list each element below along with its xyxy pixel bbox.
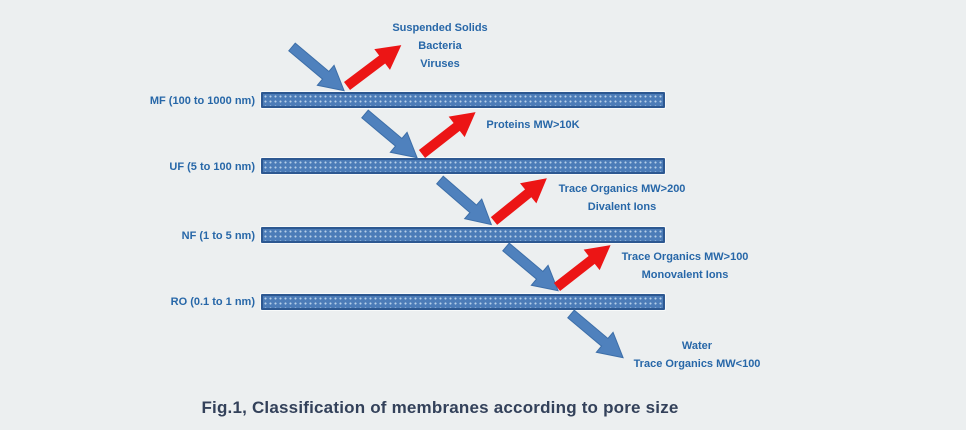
reject-arrow-mf [343,45,402,90]
feed-arrow-uf [361,109,418,159]
permeate-arrow-ro [567,309,624,359]
reject-line: Divalent Ions [587,201,657,213]
reject-line: Suspended Solids [392,22,488,34]
rejects-label-uf: Proteins MW>10K [443,116,623,134]
rejects-label-nf: Trace Organics MW>200 Divalent Ions [532,180,712,216]
membrane-label-uf: UF (5 to 100 nm) [169,161,255,173]
permeate-line: Trace Organics MW<100 [633,358,761,370]
membrane-bar-nf [261,227,665,243]
feed-arrow-nf [436,175,493,226]
membrane-bar-ro [261,294,665,310]
membrane-label-mf: MF (100 to 1000 nm) [149,95,255,107]
permeate-label: Water Trace Organics MW<100 [607,337,787,373]
figure-caption: Fig.1, Classification of membranes accor… [201,398,679,417]
membrane-bar-uf [261,158,665,174]
feed-arrow-mf [288,42,345,92]
reject-arrow-uf [418,112,476,158]
feed-arrow-ro [502,242,559,292]
reject-line: Proteins MW>10K [486,119,580,131]
membrane-label-ro: RO (0.1 to 1 nm) [170,296,255,308]
reject-line: Trace Organics MW>200 [558,183,686,195]
rejects-label-ro: Trace Organics MW>100 Monovalent Ions [595,248,775,284]
rejects-label-mf: Suspended Solids Bacteria Viruses [350,19,530,73]
reject-line: Monovalent Ions [641,269,729,281]
membrane-bar-mf [261,92,665,108]
membrane-label-nf: NF (1 to 5 nm) [181,230,255,242]
permeate-line: Water [681,340,713,352]
reject-line: Viruses [420,58,460,70]
reject-line: Bacteria [418,40,462,52]
reject-line: Trace Organics MW>100 [621,251,749,263]
reject-arrow-nf [490,178,547,225]
reject-arrow-ro [553,245,611,291]
